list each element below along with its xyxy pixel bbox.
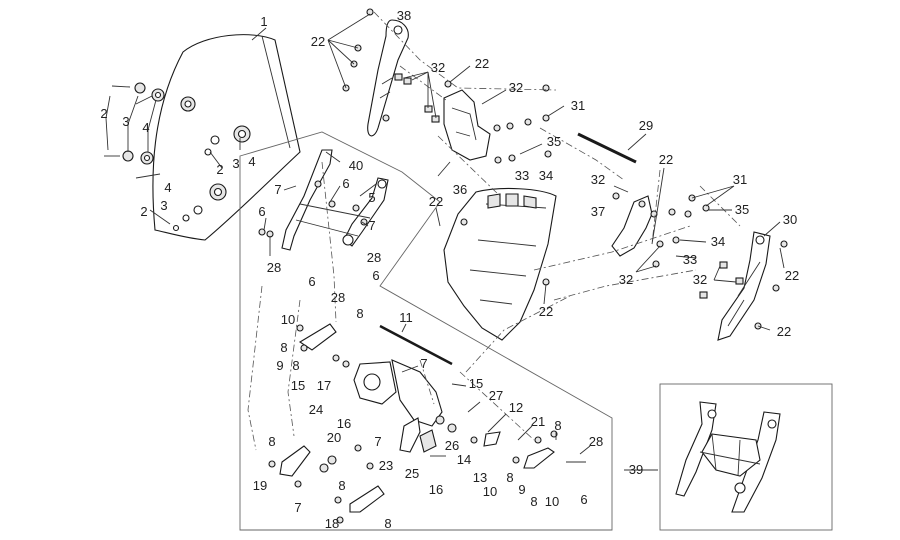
callout-24: 24 — [309, 402, 323, 417]
callout-29: 29 — [639, 118, 653, 133]
callout-7: 7 — [294, 500, 301, 515]
callout-32: 32 — [591, 172, 605, 187]
callout-21: 21 — [531, 414, 545, 429]
callout-12: 12 — [509, 400, 523, 415]
callout-40: 40 — [349, 158, 363, 173]
callout-4: 4 — [248, 154, 255, 169]
callout-20: 20 — [327, 430, 341, 445]
callout-16: 16 — [337, 416, 351, 431]
callout-35: 35 — [547, 134, 561, 149]
callout-16: 16 — [429, 482, 443, 497]
callout-33: 33 — [515, 168, 529, 183]
callout-32: 32 — [693, 272, 707, 287]
callout-8: 8 — [554, 418, 561, 433]
callout-22: 22 — [429, 194, 443, 209]
callout-8: 8 — [530, 494, 537, 509]
callout-38: 38 — [397, 8, 411, 23]
callout-8: 8 — [268, 434, 275, 449]
callout-7: 7 — [420, 356, 427, 371]
callout-15: 15 — [291, 378, 305, 393]
callout-25: 25 — [405, 466, 419, 481]
callout-8: 8 — [338, 478, 345, 493]
assembly-inset-box — [659, 383, 833, 531]
assembly-frame-outline — [239, 131, 613, 531]
callout-32: 32 — [431, 60, 445, 75]
callout-2: 2 — [216, 162, 223, 177]
callout-13: 13 — [473, 470, 487, 485]
callout-8: 8 — [506, 470, 513, 485]
callout-10: 10 — [483, 484, 497, 499]
callout-3: 3 — [160, 198, 167, 213]
callout-labels: 1 2 2 2 3 3 3 4 4 4 5 6 6 6 6 6 7 7 7 7 … — [100, 8, 799, 531]
callout-9: 9 — [518, 482, 525, 497]
callout-19: 19 — [253, 478, 267, 493]
callout-7: 7 — [368, 218, 375, 233]
callout-6: 6 — [308, 274, 315, 289]
callout-6: 6 — [580, 492, 587, 507]
callout-30: 30 — [783, 212, 797, 227]
callout-22: 22 — [539, 304, 553, 319]
callout-5: 5 — [368, 190, 375, 205]
callout-6: 6 — [258, 204, 265, 219]
callout-8: 8 — [280, 340, 287, 355]
adjuster-frame-part — [258, 149, 389, 251]
callout-28: 28 — [331, 290, 345, 305]
callout-4: 4 — [164, 180, 171, 195]
assembly-guide-lines — [247, 11, 741, 451]
callout-15: 15 — [469, 376, 483, 391]
callout-28: 28 — [589, 434, 603, 449]
callout-2: 2 — [140, 204, 147, 219]
callout-8: 8 — [384, 516, 391, 531]
callout-35: 35 — [735, 202, 749, 217]
callout-23: 23 — [379, 458, 393, 473]
leader-lines — [105, 13, 785, 471]
callout-31: 31 — [571, 98, 585, 113]
callout-34: 34 — [711, 234, 725, 249]
callout-22: 22 — [777, 324, 791, 339]
callout-14: 14 — [457, 452, 471, 467]
callout-22: 22 — [785, 268, 799, 283]
callout-39: 39 — [629, 462, 643, 477]
callout-22: 22 — [311, 34, 325, 49]
callout-18: 18 — [325, 516, 339, 531]
callout-7: 7 — [274, 182, 281, 197]
callout-8: 8 — [292, 358, 299, 373]
callout-3: 3 — [122, 114, 129, 129]
callout-9: 9 — [276, 358, 283, 373]
screen-bolt-set — [104, 82, 165, 165]
rod-part — [577, 132, 637, 164]
callout-32: 32 — [619, 272, 633, 287]
callout-27: 27 — [489, 388, 503, 403]
callout-22: 22 — [659, 152, 673, 167]
callout-4: 4 — [142, 120, 149, 135]
callout-8: 8 — [356, 306, 363, 321]
front-fairing-part — [443, 187, 557, 341]
callout-26: 26 — [445, 438, 459, 453]
callout-11: 11 — [399, 310, 413, 325]
callout-31: 31 — [733, 172, 747, 187]
instrument-bracket-part — [443, 80, 552, 164]
callout-7: 7 — [374, 434, 381, 449]
callout-6: 6 — [372, 268, 379, 283]
callout-28: 28 — [267, 260, 281, 275]
callout-37: 37 — [591, 204, 605, 219]
callout-10: 10 — [281, 312, 295, 327]
windscreen-part — [152, 34, 301, 241]
callout-34: 34 — [539, 168, 553, 183]
callout-22: 22 — [475, 56, 489, 71]
callout-32: 32 — [509, 80, 523, 95]
callout-17: 17 — [317, 378, 331, 393]
callout-36: 36 — [453, 182, 467, 197]
callout-10: 10 — [545, 494, 559, 509]
callout-3: 3 — [232, 156, 239, 171]
lower-linkage-parts — [268, 323, 586, 524]
callout-1: 1 — [260, 14, 267, 29]
callout-28: 28 — [367, 250, 381, 265]
callout-2: 2 — [100, 106, 107, 121]
callout-33: 33 — [683, 252, 697, 267]
callout-6: 6 — [342, 176, 349, 191]
